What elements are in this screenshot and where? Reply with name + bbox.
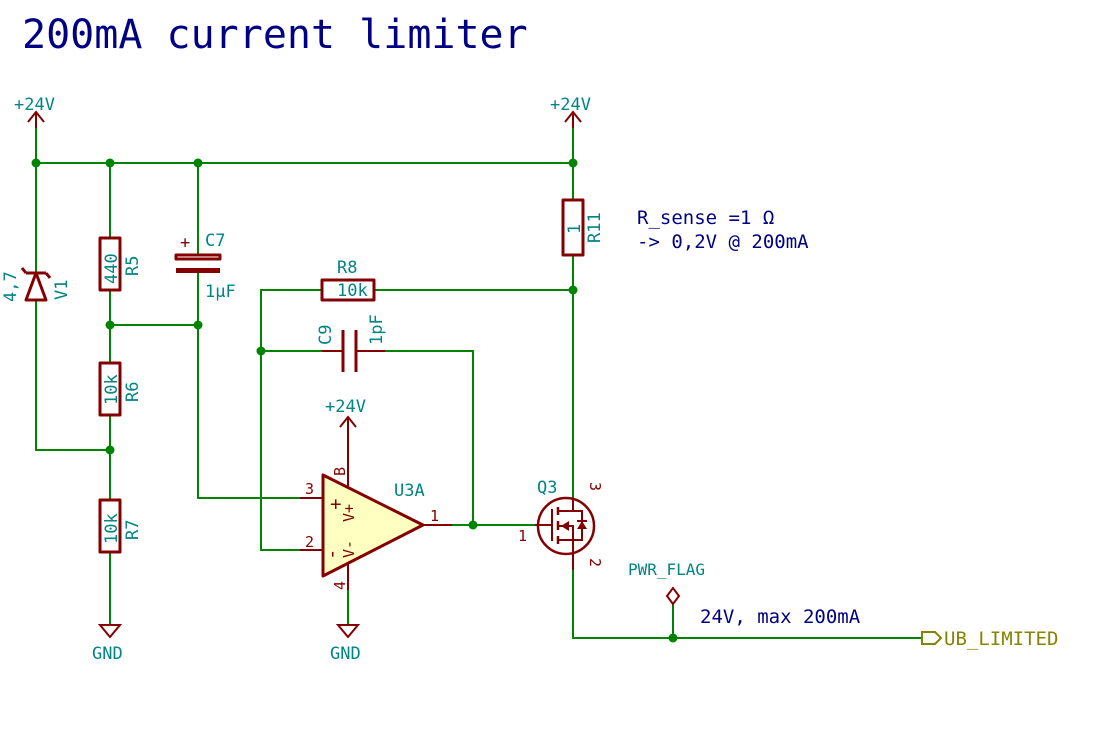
resistor-r5: 440 R5 bbox=[98, 236, 143, 292]
svg-text:V1: V1 bbox=[52, 280, 72, 300]
svg-text:+24V: +24V bbox=[325, 397, 366, 417]
gnd-symbol-left: GND bbox=[92, 624, 123, 664]
svg-text:10k: 10k bbox=[102, 513, 122, 544]
svg-text:2: 2 bbox=[586, 558, 604, 567]
svg-text:4: 4 bbox=[331, 581, 349, 590]
svg-text:UB_LIMITED: UB_LIMITED bbox=[944, 628, 1058, 650]
svg-text:GND: GND bbox=[92, 644, 123, 664]
svg-text:R6: R6 bbox=[123, 382, 143, 402]
svg-text:2: 2 bbox=[305, 533, 314, 551]
wires bbox=[35, 127, 923, 639]
note-rsense: R_sense =1 Ω bbox=[637, 207, 774, 229]
svg-text:C9: C9 bbox=[316, 325, 336, 345]
svg-text:C7: C7 bbox=[205, 231, 225, 251]
mosfet-q3: 1 3 2 Q3 bbox=[518, 478, 604, 570]
svg-text:+: + bbox=[330, 493, 341, 515]
notes: R_sense =1 Ω -> 0,2V @ 200mA 24V, max 20… bbox=[637, 207, 861, 628]
pwr-flag: PWR_FLAG bbox=[628, 560, 705, 606]
svg-text:3: 3 bbox=[586, 482, 604, 491]
svg-text:R7: R7 bbox=[123, 520, 143, 540]
svg-text:1µF: 1µF bbox=[205, 282, 236, 302]
svg-text:V+: V+ bbox=[340, 504, 358, 522]
capacitor-c9: C9 1pF bbox=[316, 314, 387, 372]
resistor-r11: 1 R11 bbox=[561, 198, 605, 257]
svg-text:R8: R8 bbox=[337, 258, 357, 278]
svg-text:R11: R11 bbox=[585, 212, 605, 243]
junctions bbox=[31, 158, 678, 643]
svg-text:+: + bbox=[180, 233, 190, 253]
svg-text:10k: 10k bbox=[102, 374, 122, 405]
svg-text:Q3: Q3 bbox=[537, 478, 557, 498]
svg-text:3: 3 bbox=[305, 480, 314, 498]
svg-text:GND: GND bbox=[330, 644, 361, 664]
svg-text:1: 1 bbox=[430, 507, 439, 525]
svg-text:U3A: U3A bbox=[394, 481, 425, 501]
vcc-symbol-opamp: +24V bbox=[325, 397, 366, 460]
svg-text:PWR_FLAG: PWR_FLAG bbox=[628, 560, 705, 579]
svg-text:+24V: +24V bbox=[14, 95, 55, 115]
svg-text:V-: V- bbox=[340, 540, 358, 558]
capacitor-c7: + C7 1µF bbox=[174, 231, 236, 302]
svg-text:4,7: 4,7 bbox=[1, 271, 21, 302]
page-title: 200mA current limiter bbox=[22, 12, 528, 58]
opamp-u3a: 3 2 1 B 4 V+ V- + - U3A bbox=[300, 460, 452, 590]
note-output: 24V, max 200mA bbox=[700, 606, 861, 628]
svg-text:1: 1 bbox=[518, 527, 527, 545]
note-rsense-voltage: -> 0,2V @ 200mA bbox=[637, 231, 809, 253]
svg-text:R5: R5 bbox=[123, 256, 143, 276]
svg-text:1: 1 bbox=[565, 224, 585, 234]
resistor-r8: 10k R8 bbox=[320, 258, 376, 302]
vcc-symbol-left: +24V bbox=[14, 95, 55, 128]
zener-v1: 4,7 V1 bbox=[1, 267, 72, 302]
svg-text:440: 440 bbox=[102, 253, 122, 284]
svg-text:B: B bbox=[331, 467, 349, 476]
svg-text:-: - bbox=[321, 549, 343, 560]
vcc-symbol-right: +24V bbox=[550, 95, 591, 128]
global-label-ub-limited: UB_LIMITED bbox=[921, 628, 1058, 650]
resistor-r7: 10k R7 bbox=[98, 498, 143, 554]
gnd-symbol-opamp: GND bbox=[330, 589, 361, 664]
svg-text:+24V: +24V bbox=[550, 95, 591, 115]
svg-text:10k: 10k bbox=[337, 281, 368, 301]
resistor-r6: 10k R6 bbox=[98, 361, 143, 417]
svg-text:1pF: 1pF bbox=[367, 314, 387, 345]
